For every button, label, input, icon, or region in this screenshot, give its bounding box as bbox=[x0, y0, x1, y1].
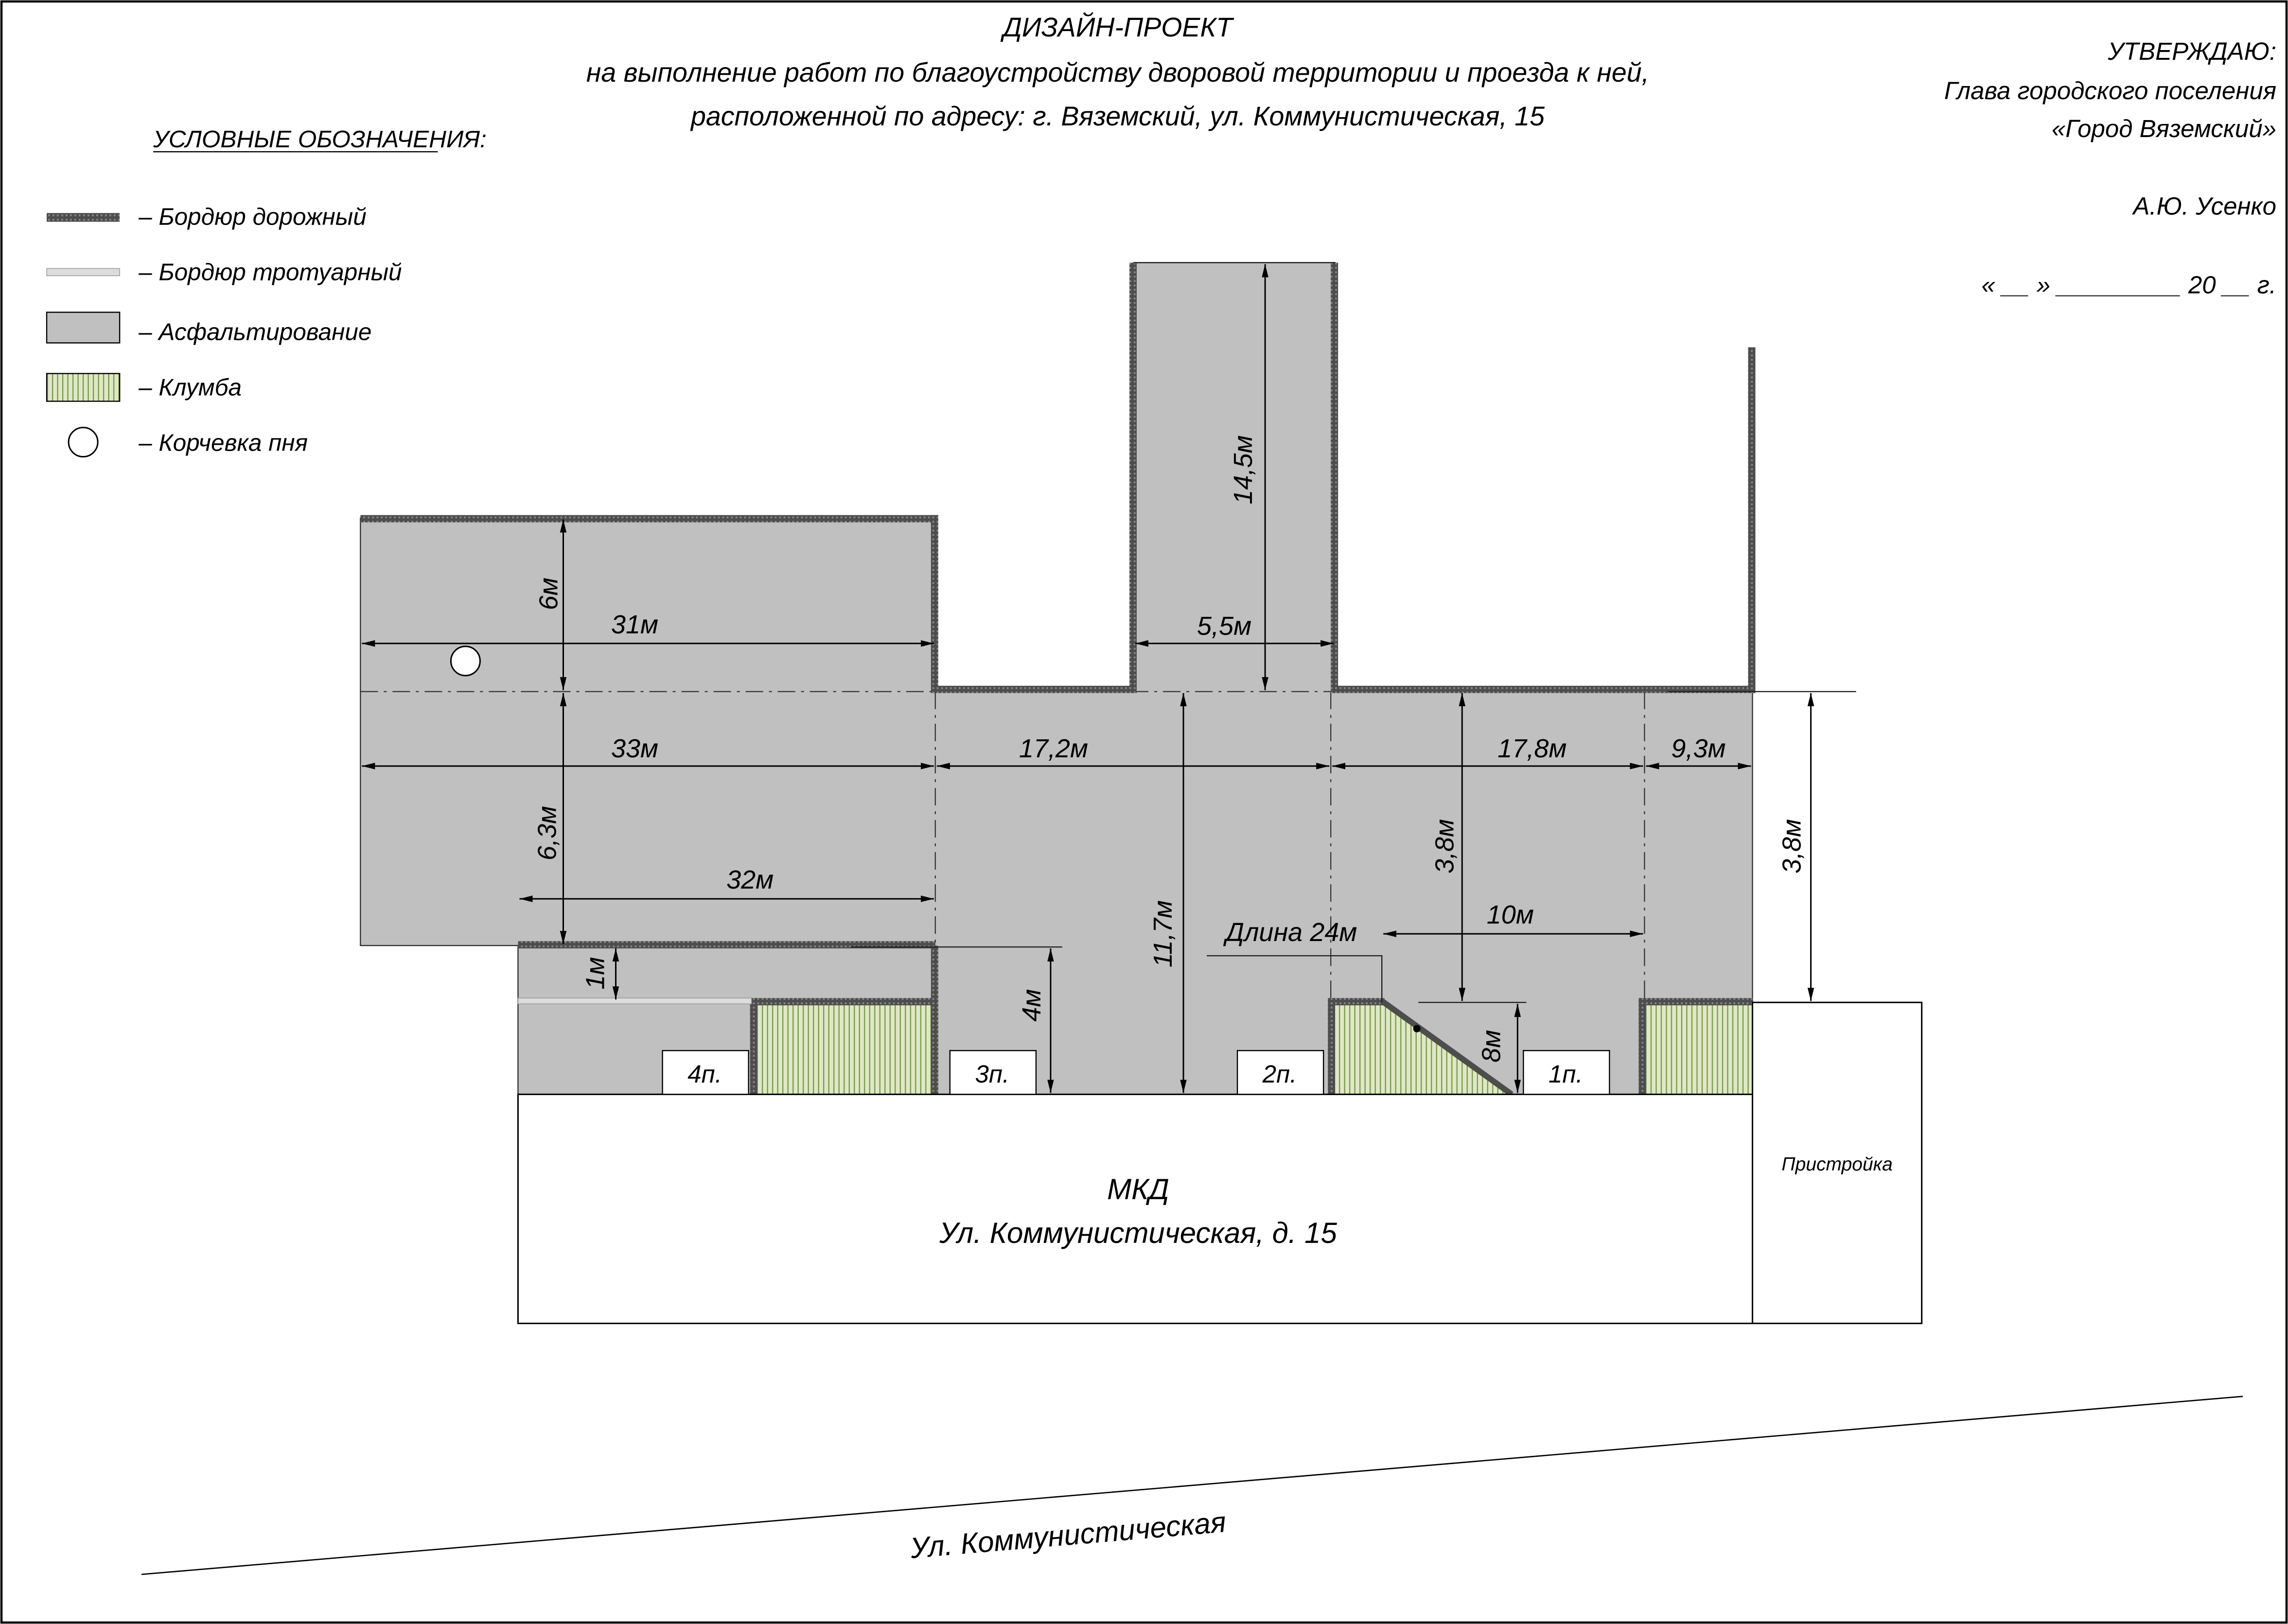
dim-label-diagonal-length: Длина 24м bbox=[1223, 918, 1357, 947]
entrance-3-box bbox=[949, 1050, 1037, 1095]
approval-title: УТВЕРЖДАЮ: bbox=[2107, 37, 2276, 65]
road-curb-middle-top bbox=[935, 685, 1137, 693]
legend-item-road-curb: – Бордюр дорожный bbox=[138, 203, 367, 230]
flowerbed-left bbox=[754, 1002, 935, 1095]
road-curb-passage-right bbox=[1331, 262, 1338, 693]
stump-marker bbox=[450, 646, 481, 677]
flowerbed-icon bbox=[46, 373, 121, 402]
dim-label-middle-width: 17,2м bbox=[1019, 734, 1088, 763]
sidewalk-curb bbox=[517, 997, 752, 1004]
dim-label-strip-width: 32м bbox=[726, 865, 774, 894]
road-curb-far-right-vertical bbox=[1748, 347, 1756, 693]
legend-title: УСЛОВНЫЕ ОБОЗНАЧЕНИЯ: bbox=[153, 126, 487, 153]
dim-label-left-width: 33м bbox=[611, 734, 658, 763]
street-edge-line bbox=[141, 1396, 2243, 1575]
road-curb-flowerbed-left-top bbox=[751, 998, 935, 1006]
dim-label-passage-width: 5,5м bbox=[1197, 611, 1251, 641]
road-curb-strip-top bbox=[518, 941, 935, 949]
approval-date: « __ » _________ 20 __ г. bbox=[1981, 271, 2276, 298]
entrance-2-box bbox=[1236, 1050, 1324, 1095]
road-curb-flowerbed-tri-side bbox=[1328, 998, 1336, 1095]
dim-label-flowerbed-width: 10м bbox=[1487, 900, 1534, 929]
legend-item-asphalt: – Асфальтирование bbox=[138, 318, 371, 345]
header: ДИЗАЙН-ПРОЕКТ на выполнение работ по бла… bbox=[586, 12, 1649, 131]
dim-label-right-width: 17,8м bbox=[1497, 734, 1566, 763]
dim-label-far-right-width: 9,3м bbox=[1671, 734, 1725, 763]
approval-name: А.Ю. Усенко bbox=[2131, 192, 2276, 220]
dim-label-middle-height: 11,7м bbox=[1148, 900, 1178, 967]
dim-label-entrance3-depth: 4м bbox=[1017, 989, 1046, 1022]
asphalt-icon bbox=[46, 312, 121, 344]
legend: УСЛОВНЫЕ ОБОЗНАЧЕНИЯ: – Бордюр дорожный … bbox=[46, 126, 487, 458]
dim-label-far-right-height: 3,8м bbox=[1778, 819, 1807, 873]
approval-block: УТВЕРЖДАЮ: Глава городского поселения «Г… bbox=[1944, 37, 2276, 298]
diagonal-leader-dot bbox=[1413, 1025, 1421, 1032]
flowerbed-triangular bbox=[1332, 1002, 1512, 1095]
legend-item-stump: – Корчевка пня bbox=[138, 430, 308, 456]
dim-label-flowerbed-depth: 8м bbox=[1477, 1030, 1506, 1063]
road-curb-passage-left bbox=[1129, 262, 1137, 693]
entrance-4-label: 4п. bbox=[687, 1060, 722, 1088]
header-line-2: расположенной по адресу: г. Вяземский, у… bbox=[690, 101, 1545, 131]
road-curbs bbox=[360, 262, 1756, 1097]
legend-item-sidewalk-curb: – Бордюр тротуарный bbox=[138, 259, 402, 285]
dimension-lines bbox=[362, 264, 1814, 1093]
dim-label-left-top-height: 6м bbox=[534, 577, 563, 610]
dim-label-right-height: 3,8м bbox=[1430, 819, 1459, 873]
dimension-labels: 6м 31м 33м 6,3м 32м 1м 14,5м 5,5м 17,2м … bbox=[532, 435, 1806, 1062]
dim-label-passage-length: 14,5м bbox=[1229, 435, 1258, 504]
entrance-4-box bbox=[662, 1050, 749, 1095]
building-name: МКД bbox=[1107, 1173, 1169, 1205]
building-mkd bbox=[517, 1093, 1754, 1325]
dim-label-sidewalk-width: 1м bbox=[581, 957, 610, 990]
road-curb-left-top bbox=[360, 515, 938, 523]
road-curb-flowerbed-right-top bbox=[1640, 998, 1753, 1006]
approval-organization: «Город Вяземский» bbox=[2052, 115, 2276, 142]
road-curb-entrance3-left bbox=[931, 945, 938, 1095]
approval-position: Глава городского поселения bbox=[1944, 77, 2276, 105]
entrance-2-label: 2п. bbox=[1262, 1060, 1297, 1088]
stump-icon bbox=[68, 427, 99, 458]
road-curb-right-top bbox=[1335, 685, 1753, 693]
road-curb-flowerbed-tri-diagonal bbox=[1380, 998, 1514, 1097]
building-annex-label: Пристройка bbox=[1781, 1154, 1892, 1175]
dim-label-left-height: 6,3м bbox=[532, 806, 562, 860]
legend-item-flowerbed: – Клумба bbox=[138, 374, 242, 401]
entrance-1-label: 1п. bbox=[1549, 1060, 1583, 1088]
road-curb-flowerbed-right-side bbox=[1638, 998, 1646, 1095]
header-title: ДИЗАЙН-ПРОЕКТ bbox=[1000, 12, 1234, 42]
building-address: Ул. Коммунистическая, д. 15 bbox=[939, 1217, 1337, 1249]
road-curb-flowerbed-left-side bbox=[750, 998, 757, 1095]
road-curb-flowerbed-tri-top bbox=[1329, 998, 1385, 1006]
sidewalk-curb-icon bbox=[46, 268, 120, 277]
dim-label-left-top-width: 31м bbox=[611, 610, 658, 639]
entrances: 4п. 3п. 2п. 1п. bbox=[662, 1050, 1610, 1095]
road-curb-icon bbox=[47, 213, 120, 222]
header-line-1: на выполнение работ по благоустройству д… bbox=[586, 57, 1649, 87]
diagonal-leader bbox=[1207, 955, 1383, 1003]
flowerbed-right bbox=[1643, 1002, 1753, 1095]
entrance-1-box bbox=[1523, 1050, 1610, 1095]
road-curb-left-right bbox=[931, 515, 938, 693]
entrance-3-label: 3п. bbox=[975, 1060, 1010, 1088]
building-annex bbox=[1752, 1001, 1923, 1325]
